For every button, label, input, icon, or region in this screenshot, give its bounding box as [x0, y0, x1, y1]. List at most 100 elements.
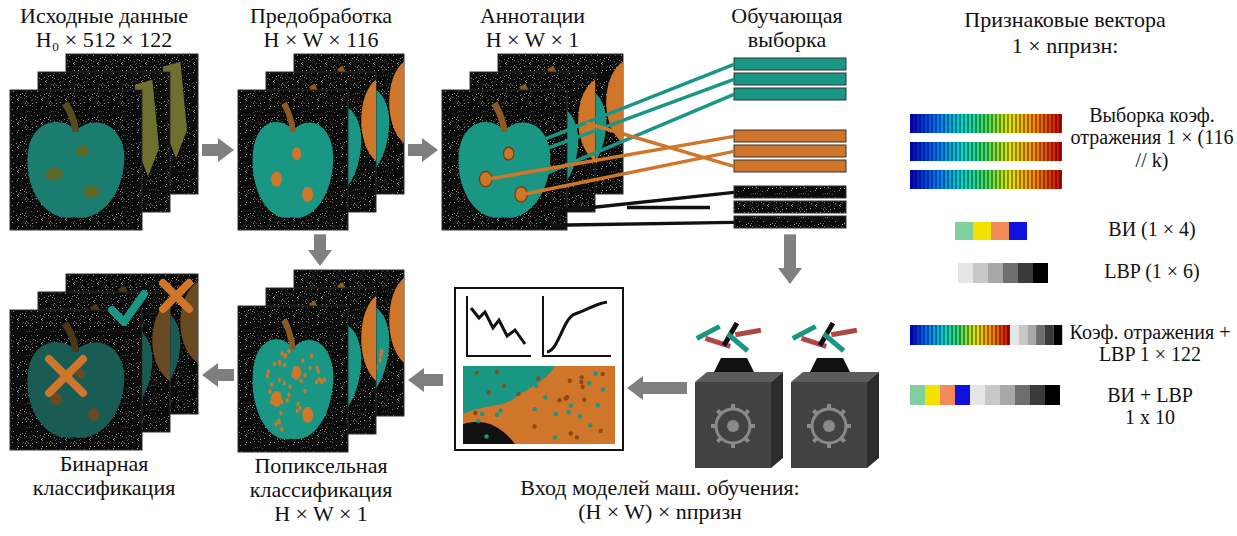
feature-cell — [985, 385, 1000, 405]
illustration-part — [1011, 114, 1012, 133]
annotation-line — [486, 136, 734, 179]
pixel-dot — [266, 374, 269, 379]
illustration-part — [1023, 170, 1024, 189]
illustration-part — [999, 325, 1000, 345]
illustration-part — [1027, 170, 1028, 189]
illustration-part — [931, 325, 932, 345]
stem — [281, 318, 296, 350]
defect-spot — [271, 172, 282, 187]
illustration-part — [568, 379, 572, 383]
annotation-line — [587, 123, 734, 166]
panel-heading: Признаковые вектора — [950, 8, 1180, 32]
illustration-part — [967, 142, 968, 161]
pixel-dot — [378, 358, 381, 363]
illustration-part — [935, 170, 936, 189]
illustration-part — [480, 412, 484, 416]
pixel-dot — [323, 377, 326, 382]
pixel-dot — [287, 349, 290, 354]
illustration-part — [939, 142, 940, 161]
illustration-part — [253, 318, 334, 439]
pixel-dot — [301, 358, 304, 363]
legend-label: LBP (1 × 6) — [1070, 260, 1234, 282]
illustration-part — [495, 370, 499, 374]
blotch — [76, 146, 89, 156]
feature-cell — [1009, 222, 1027, 240]
illustration-part — [731, 404, 735, 409]
illustration-part — [533, 407, 537, 411]
illustration-part — [1003, 170, 1004, 189]
illustration-part — [498, 408, 502, 412]
hopper — [713, 358, 755, 374]
image-frame — [238, 90, 348, 230]
stage-illustration — [236, 268, 406, 454]
defect-spot — [302, 187, 313, 202]
legend-swatch — [910, 114, 1062, 189]
hopper — [809, 358, 851, 374]
illustration-part — [1007, 114, 1008, 133]
stage-title: Предобработка — [250, 4, 392, 28]
illustration-part — [717, 438, 721, 442]
illustration-part — [478, 386, 482, 390]
feature-cell — [1030, 385, 1045, 405]
stage-panel: Вход моделей маш. обучения:(H × W) × nпр… — [445, 286, 875, 524]
illustration-part — [927, 170, 928, 189]
feature-cell — [1045, 325, 1054, 345]
illustration-part — [959, 114, 960, 133]
illustration-part — [88, 408, 99, 421]
stage-title: H × W × 116 — [250, 28, 392, 52]
illustration-part — [1055, 114, 1056, 133]
stage-caption: Обучающая выборка — [712, 4, 862, 52]
illustration-part — [1015, 170, 1016, 189]
illustration-part — [983, 142, 984, 161]
data-stick — [735, 328, 761, 337]
pixel-dot — [315, 380, 318, 385]
illustration-part — [554, 412, 558, 416]
stage-caption: Бинарная классификация — [8, 452, 200, 500]
illustration-part — [575, 435, 579, 439]
annotation-line — [521, 151, 734, 194]
stage-panel: Бинарная классификация — [8, 272, 200, 500]
prediction-map — [463, 366, 615, 444]
feature-cell — [1003, 263, 1018, 283]
illustration-part — [927, 114, 928, 133]
defect-region — [389, 278, 404, 363]
illustration-part — [923, 142, 924, 161]
flow-arrow — [784, 234, 796, 268]
pixel-dot — [296, 409, 299, 414]
illustration-part — [939, 170, 940, 189]
spectrum-bar — [910, 170, 1062, 189]
illustration-part — [1047, 170, 1048, 189]
stage-panel: АннотацииH × W × 1 — [440, 4, 625, 232]
illustration-part — [959, 142, 960, 161]
gear — [716, 409, 750, 443]
panel-heading: 1 × nпризн: — [950, 34, 1180, 58]
stem — [281, 102, 296, 133]
apple — [27, 342, 124, 438]
illustration-part — [995, 325, 996, 345]
pixel-dot — [268, 389, 271, 394]
stage-illustration — [445, 286, 875, 476]
illustration-part — [947, 170, 948, 189]
stage-title: Вход моделей маш. обучения: — [520, 476, 799, 500]
flow-arrow — [643, 382, 687, 394]
illustration-part — [955, 114, 956, 133]
pixel-dot — [309, 366, 312, 371]
defect-spot — [271, 391, 282, 407]
gear — [812, 409, 846, 443]
illustration-part — [975, 170, 976, 189]
frame-ground — [10, 310, 142, 450]
feature-cell — [1045, 385, 1060, 405]
feature-cell — [988, 263, 1003, 283]
illustration-part — [971, 114, 972, 133]
illustration-part — [536, 376, 540, 380]
feature-cell — [1018, 263, 1033, 283]
flow-arrow — [627, 206, 710, 210]
illustration-part — [927, 142, 928, 161]
defect-spot — [302, 407, 313, 423]
illustration-part — [791, 372, 879, 382]
feature-cell — [1010, 325, 1019, 345]
pixel-dot — [299, 378, 302, 383]
illustration-part — [596, 403, 600, 407]
pixel-dot — [310, 354, 313, 359]
